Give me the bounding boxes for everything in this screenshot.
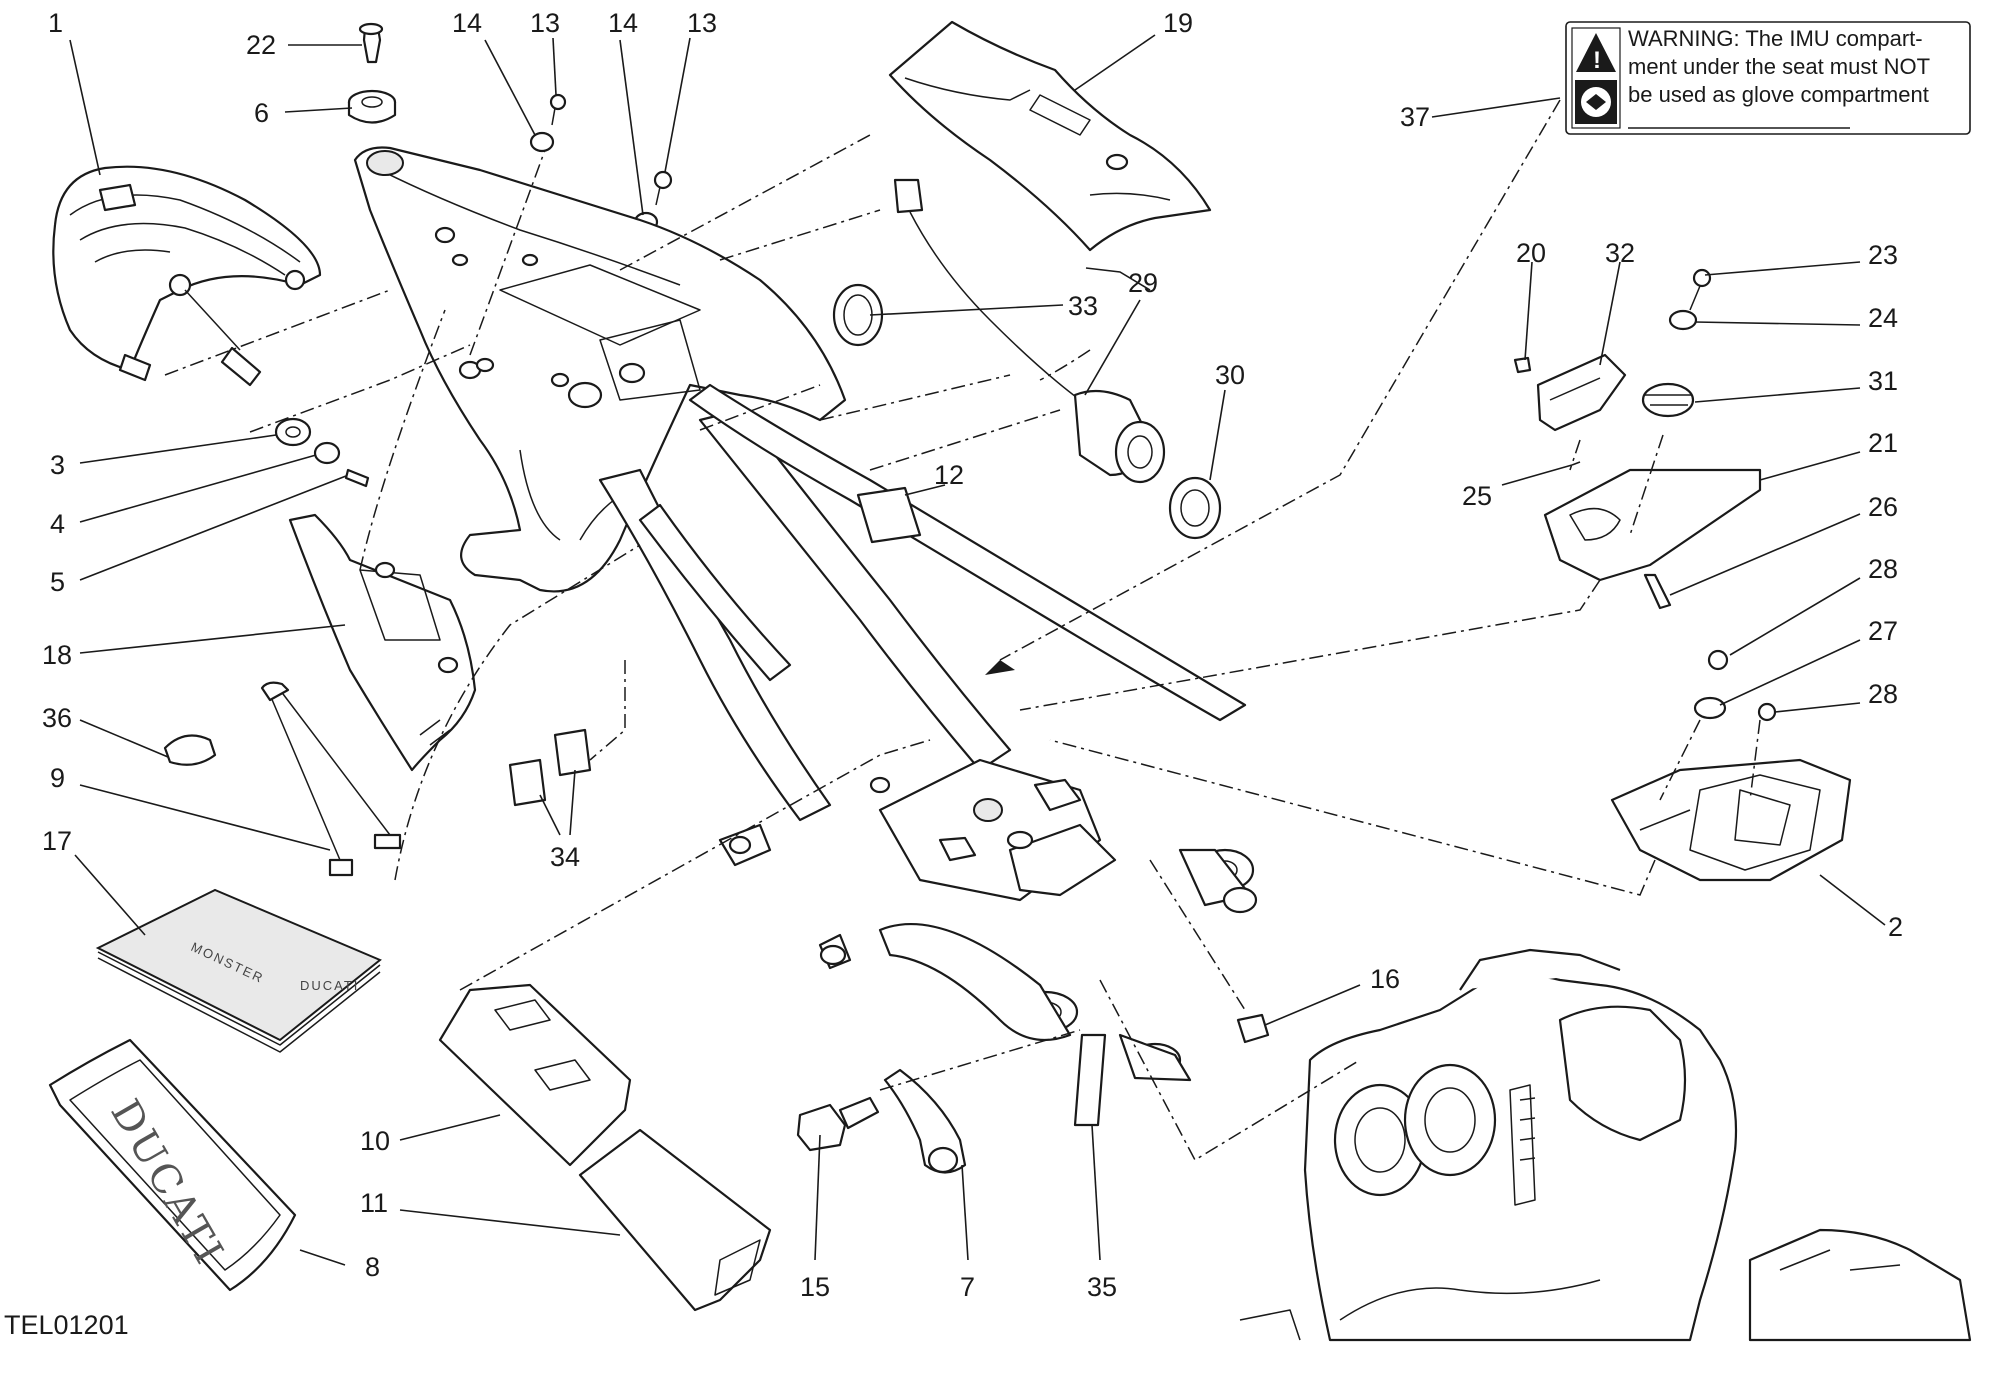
svg-text:!: ! — [1593, 47, 1601, 74]
part-screws-washers — [529, 93, 673, 233]
callout-18: 18 — [42, 640, 72, 670]
callout-25: 25 — [1462, 481, 1492, 511]
callout-33: 33 — [1068, 291, 1098, 321]
callout-9: 9 — [50, 763, 65, 793]
callout-26: 26 — [1868, 492, 1898, 522]
callout-3: 3 — [50, 450, 65, 480]
callout-8: 8 — [365, 1252, 380, 1282]
callout-4: 4 — [50, 509, 65, 539]
callout-13b: 13 — [687, 8, 717, 38]
callout-14b: 14 — [608, 8, 638, 38]
part-covers — [438, 983, 772, 1312]
part-clip-16 — [1236, 1013, 1270, 1044]
warning-label: ! WARNING: The IMU compart- ment under t… — [1565, 21, 1971, 135]
part-plug-and-grommet — [347, 22, 397, 124]
callout-37: 37 — [1400, 102, 1430, 132]
part-side-panel — [288, 513, 477, 772]
part-screw-gear — [1641, 268, 1712, 418]
assembly-lines — [164, 99, 1761, 1162]
callout-27: 27 — [1868, 616, 1898, 646]
callout-28b: 28 — [1868, 679, 1898, 709]
callout-2: 2 — [1888, 912, 1903, 942]
callout-5: 5 — [50, 567, 65, 597]
part-support-rod — [260, 681, 402, 877]
callout-17: 17 — [42, 826, 72, 856]
warning-line-1: WARNING: The IMU compart- — [1628, 26, 1923, 51]
callout-34: 34 — [550, 842, 580, 872]
callout-21: 21 — [1868, 428, 1898, 458]
callout-14a: 14 — [452, 8, 482, 38]
warning-line-2: ment under the seat must NOT — [1628, 54, 1930, 79]
callout-36: 36 — [42, 703, 72, 733]
warning-line-3: be used as glove compartment — [1628, 82, 1929, 107]
drawing-code: TEL01201 — [4, 1310, 129, 1340]
part-sticker-35 — [1073, 1033, 1107, 1127]
callout-31: 31 — [1868, 366, 1898, 396]
callout-13a: 13 — [530, 8, 560, 38]
part-rear-cover — [888, 20, 1212, 252]
callout-29: 29 — [1128, 268, 1158, 298]
part-sticker-12 — [856, 486, 922, 544]
callout-28a: 28 — [1868, 554, 1898, 584]
booklet-logo-text: DUCATI — [300, 978, 359, 993]
part-imu-cover — [1543, 468, 1762, 610]
callout-16: 16 — [1370, 964, 1400, 994]
callout-30: 30 — [1215, 360, 1245, 390]
part-grommet-washer-screw — [274, 417, 370, 488]
callout-15: 15 — [800, 1272, 830, 1302]
callout-7: 7 — [960, 1272, 975, 1302]
callout-32: 32 — [1605, 238, 1635, 268]
part-bolt — [796, 1096, 880, 1152]
part-tool-tray: DUCATI — [48, 1038, 297, 1292]
callout-19: 19 — [1163, 8, 1193, 38]
callout-6: 6 — [254, 98, 269, 128]
callout-11: 11 — [360, 1188, 388, 1218]
warning-triangle-icon — [1576, 33, 1616, 72]
callout-20: 20 — [1516, 238, 1546, 268]
callout-23: 23 — [1868, 240, 1898, 270]
part-power-socket — [893, 178, 1222, 540]
part-screws-28 — [1693, 649, 1777, 722]
callout-1: 1 — [48, 8, 63, 38]
callout-24: 24 — [1868, 303, 1898, 333]
callout-22: 22 — [246, 30, 276, 60]
part-tail-light — [52, 165, 322, 387]
part-stickers-34 — [508, 728, 592, 807]
callout-10: 10 — [360, 1126, 390, 1156]
callout-12: 12 — [934, 460, 964, 490]
part-engine — [1239, 948, 1972, 1342]
part-clip — [163, 734, 217, 766]
part-owners-booklet: MONSTER DUCATI — [95, 888, 382, 1053]
part-imu-housing — [1610, 758, 1852, 882]
callout-labels: 1 22 6 14 13 14 13 19 37 3 4 5 18 36 9 1… — [42, 8, 1903, 1302]
callout-35: 35 — [1087, 1272, 1117, 1302]
part-imu-bracket — [1513, 353, 1627, 466]
